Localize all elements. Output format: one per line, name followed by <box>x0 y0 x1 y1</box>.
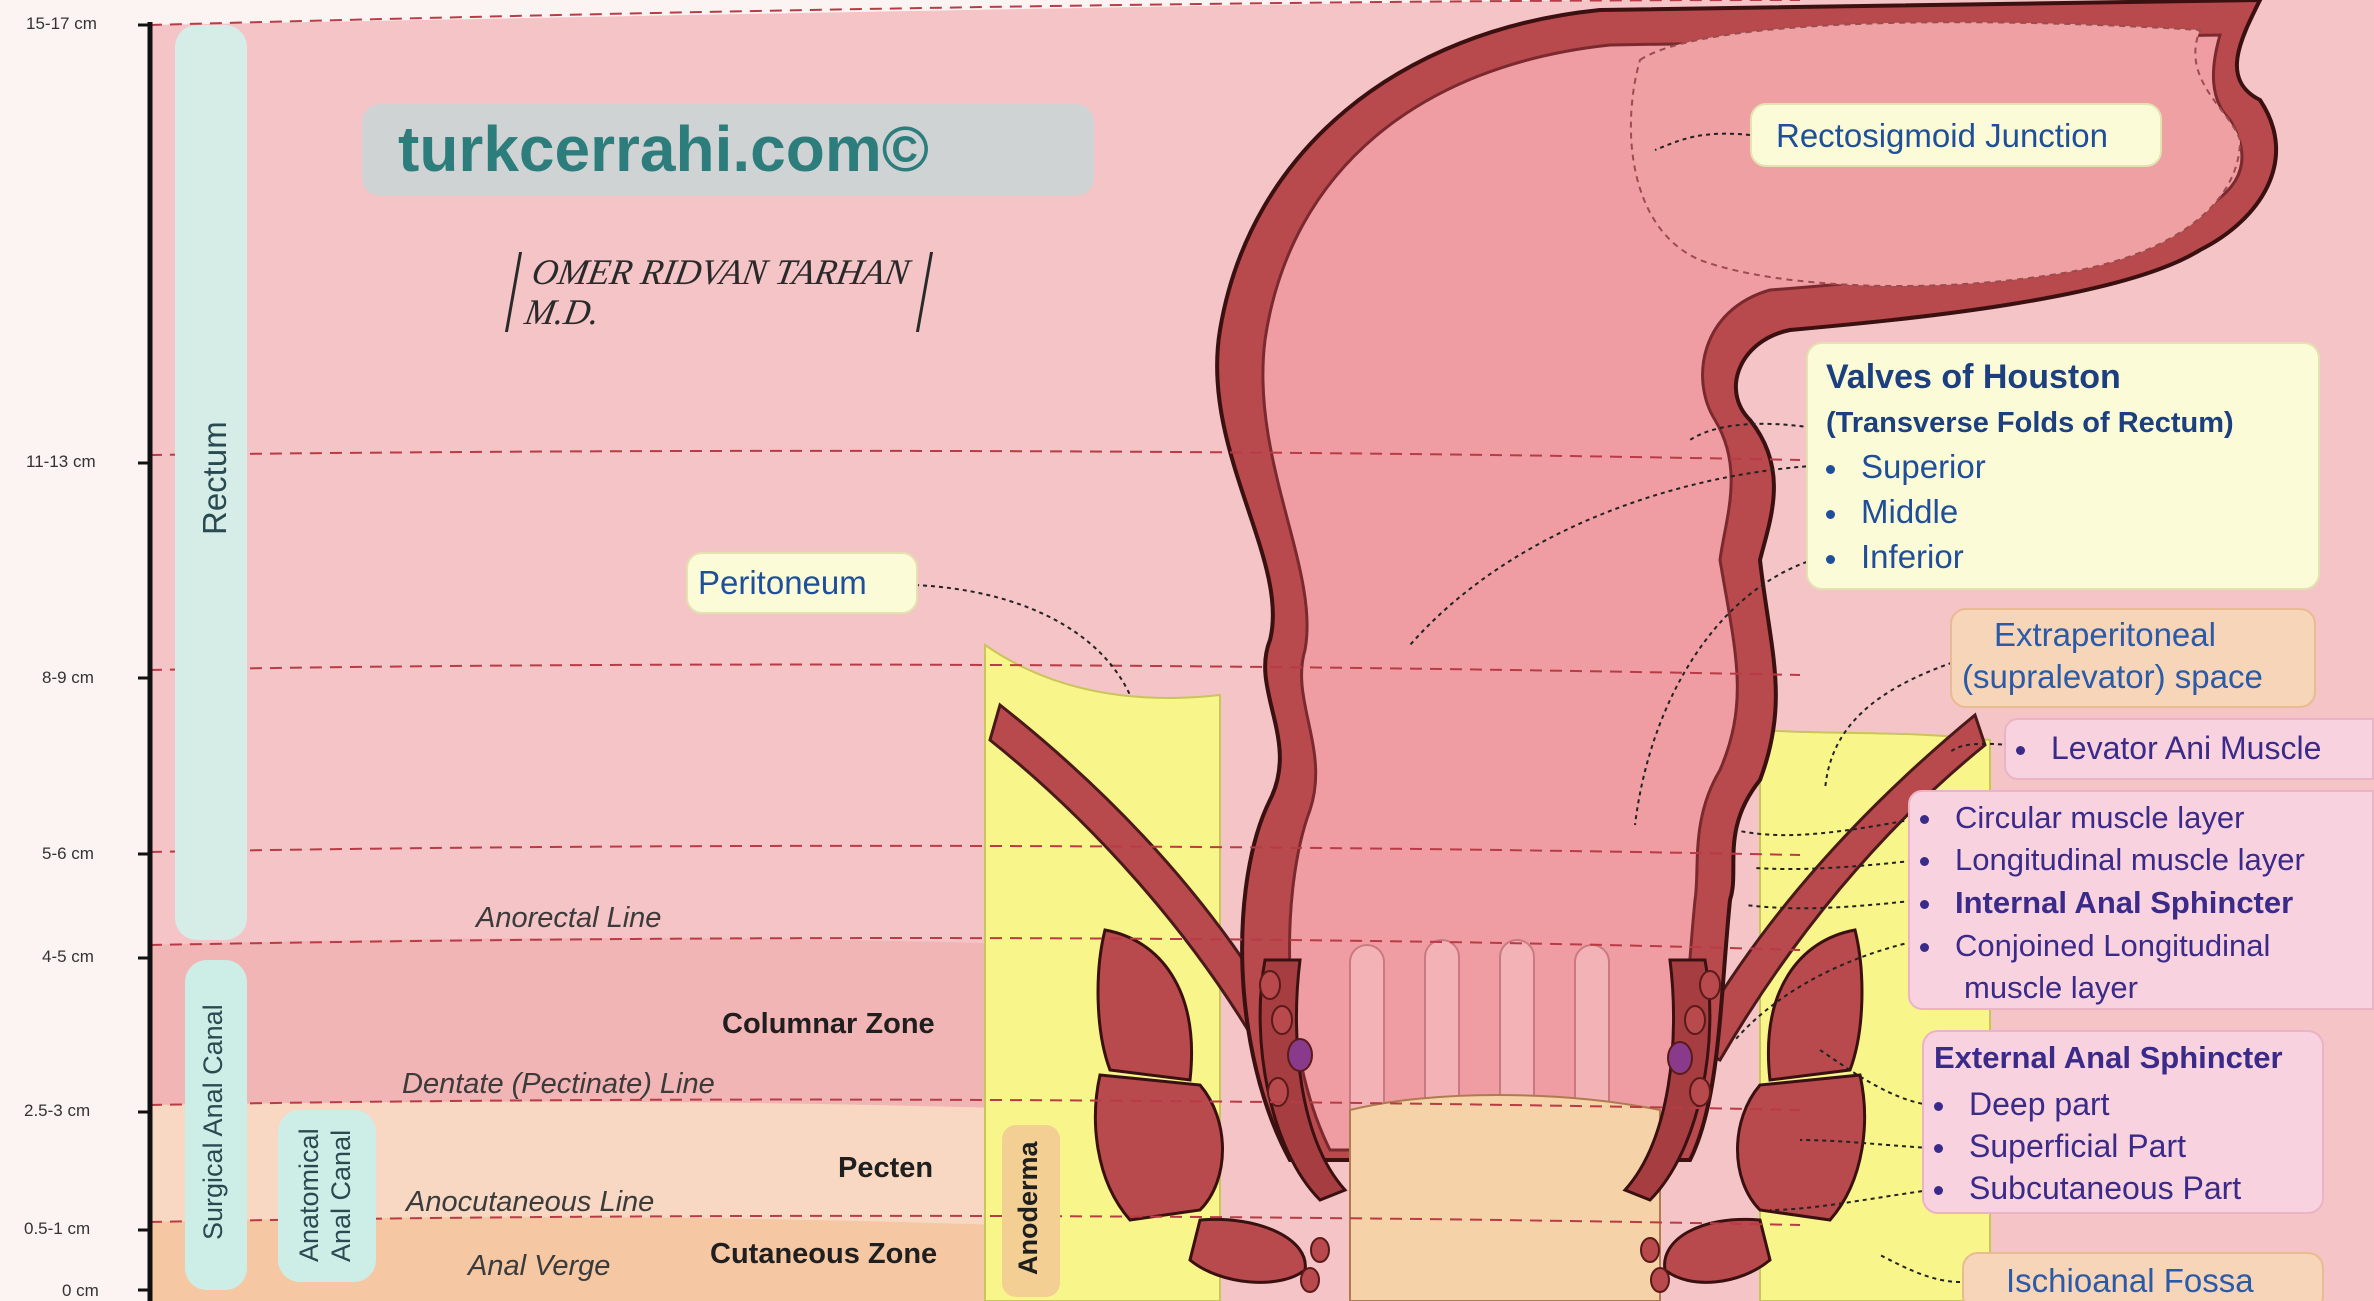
external-item-superficial: Superficial Part <box>1934 1128 2186 1165</box>
muscle-item-label: Internal Anal Sphincter <box>1955 885 2293 920</box>
bullet-icon <box>1920 857 1929 866</box>
levator-text: Levator Ani Muscle <box>2051 730 2321 766</box>
surgical-canal-label: Surgical Anal Canal <box>198 1004 229 1240</box>
watermark-text: turkcerrahi.com© <box>398 112 929 186</box>
bullet-icon <box>1826 510 1835 519</box>
anatomical-canal-label-2: Anal Canal <box>326 1130 357 1262</box>
ext-sphincter-superficial-left <box>1095 1075 1222 1220</box>
houston-item-label: Superior <box>1861 448 1986 485</box>
external-item-label: Superficial Part <box>1969 1128 2186 1164</box>
scale-label-0-5-1: 0.5-1 cm <box>24 1219 90 1239</box>
houston-title: Valves of Houston <box>1826 358 2121 397</box>
houston-item-label: Inferior <box>1861 538 1964 575</box>
columnar-zone-label: Columnar Zone <box>722 1008 935 1041</box>
external-item-subcutaneous: Subcutaneous Part <box>1934 1170 2241 1207</box>
bullet-icon <box>1920 943 1929 952</box>
external-item-deep: Deep part <box>1934 1086 2110 1123</box>
anal-verge-label: Anal Verge <box>468 1250 610 1283</box>
muscle-item-label: Conjoined Longitudinal <box>1955 928 2270 963</box>
scale-label-2-5-3: 2.5-3 cm <box>24 1101 90 1121</box>
anocutaneous-line-label: Anocutaneous Line <box>406 1186 654 1219</box>
levator-label: Levator Ani Muscle <box>2016 730 2321 767</box>
pecten-label: Pecten <box>838 1152 933 1185</box>
bullet-icon <box>2016 746 2025 755</box>
houston-item-label: Middle <box>1861 493 1958 530</box>
anatomical-canal-label-1: Anatomical <box>294 1128 325 1262</box>
scale-label-8-9: 8-9 cm <box>42 668 94 688</box>
bullet-icon <box>1826 465 1835 474</box>
bullet-icon <box>1934 1144 1943 1153</box>
bullet-icon <box>1934 1102 1943 1111</box>
ischioanal-label: Ischioanal Fossa <box>2006 1262 2254 1300</box>
anorectal-line-label: Anorectal Line <box>476 902 661 935</box>
muscle-item-label: Circular muscle layer <box>1955 800 2244 835</box>
bullet-icon <box>1826 555 1835 564</box>
scale-label-15-17: 15-17 cm <box>26 14 97 34</box>
ext-sphincter-superficial-right <box>1738 1075 1865 1220</box>
author-signature: OMER RIDVAN TARHAN M.D. <box>505 252 933 332</box>
bullet-icon <box>1920 900 1929 909</box>
anal-canal-floor <box>1350 1095 1660 1301</box>
dentate-line-label: Dentate (Pectinate) Line <box>402 1068 715 1101</box>
houston-item-inferior: Inferior <box>1826 538 1964 576</box>
bullet-icon <box>1934 1186 1943 1195</box>
muscle-item-label: Longitudinal muscle layer <box>1955 842 2305 877</box>
rectosigmoid-label: Rectosigmoid Junction <box>1776 117 2108 155</box>
cutaneous-zone-label: Cutaneous Zone <box>710 1238 937 1271</box>
houston-item-middle: Middle <box>1826 493 1958 531</box>
houston-item-superior: Superior <box>1826 448 1986 486</box>
extraperitoneal-label-2: (supralevator) space <box>1962 658 2263 696</box>
bullet-icon <box>1920 815 1929 824</box>
peritoneum-label: Peritoneum <box>698 564 867 602</box>
rectum-sidebar-label: Rectum <box>196 421 234 535</box>
extraperitoneal-label-1: Extraperitoneal <box>1994 616 2216 654</box>
external-sphincter-title: External Anal Sphincter <box>1934 1040 2283 1076</box>
scale-label-4-5: 4-5 cm <box>42 947 94 967</box>
scale-label-0: 0 cm <box>62 1281 99 1301</box>
scale-label-11-13: 11-13 cm <box>26 452 96 472</box>
muscle-item-longitudinal: Longitudinal muscle layer <box>1920 842 2305 878</box>
scale-label-5-6: 5-6 cm <box>42 844 94 864</box>
muscle-item-circular: Circular muscle layer <box>1920 800 2244 836</box>
muscle-item-conjoined: Conjoined Longitudinal <box>1920 928 2270 964</box>
muscle-item-conjoined-cont: muscle layer <box>1964 970 2138 1006</box>
external-item-label: Deep part <box>1969 1086 2110 1122</box>
muscle-item-internal-sphincter: Internal Anal Sphincter <box>1920 885 2293 921</box>
anoderma-label: Anoderma <box>1013 1141 1044 1275</box>
external-item-label: Subcutaneous Part <box>1969 1170 2241 1206</box>
houston-subtitle: (Transverse Folds of Rectum) <box>1826 407 2234 440</box>
